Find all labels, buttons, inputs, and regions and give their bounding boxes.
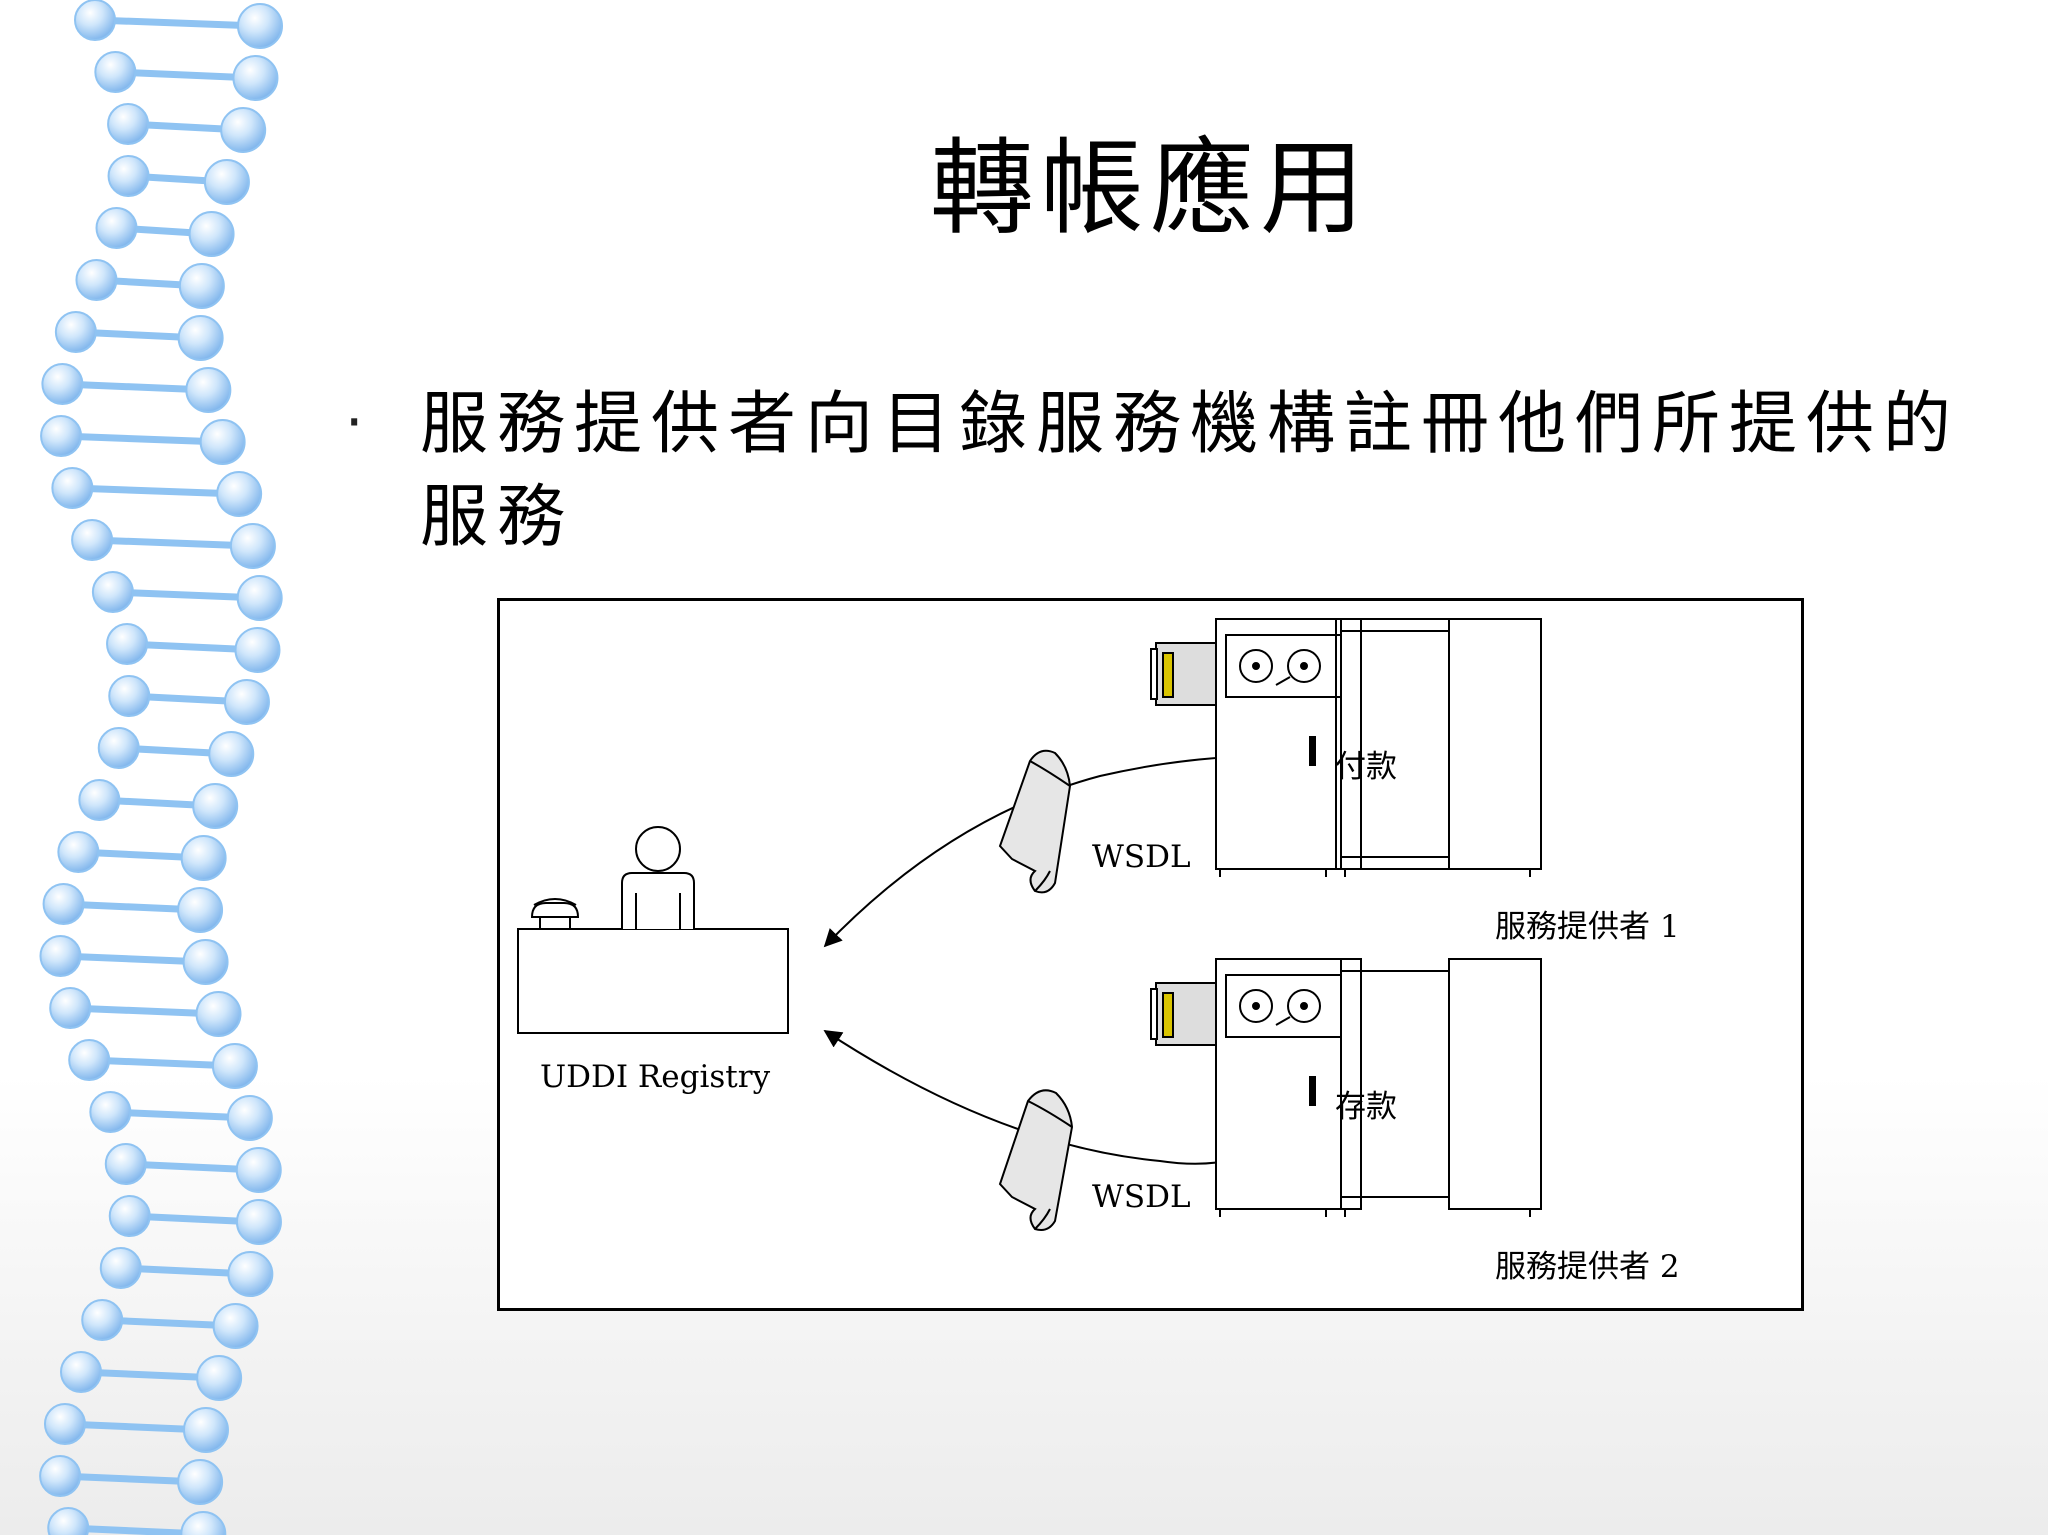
bullet-marker: · bbox=[345, 388, 364, 456]
helix-ball bbox=[180, 835, 227, 881]
bullet-text: 服務提供者向目錄服務機構註冊他們所提供的服務 bbox=[420, 385, 1961, 557]
helix-ball bbox=[57, 831, 100, 873]
helix-ball bbox=[180, 1511, 227, 1535]
helix-rung bbox=[77, 1368, 223, 1382]
helix-ball bbox=[216, 471, 263, 517]
service-label-top: 付款 bbox=[1335, 749, 1397, 785]
helix-rung bbox=[85, 1056, 239, 1070]
helix-ball bbox=[54, 311, 97, 353]
uddi-diagram: UDDI Registry WSDL WSDL 付款 存款 服務提供者 1 服務… bbox=[497, 598, 1804, 1311]
helix-ball bbox=[41, 363, 84, 405]
helix-ball bbox=[211, 1043, 258, 1089]
helix-ball bbox=[59, 1351, 102, 1393]
helix-ball bbox=[220, 107, 267, 153]
helix-ball bbox=[192, 783, 239, 829]
helix-ball bbox=[237, 3, 283, 49]
helix-ball bbox=[177, 1459, 224, 1505]
helix-ball bbox=[226, 1095, 273, 1141]
provider-2-label: 服務提供者 2 bbox=[1495, 1249, 1680, 1285]
helix-ball bbox=[43, 1403, 86, 1445]
dna-helix-decoration bbox=[39, 0, 283, 1535]
helix-rung bbox=[88, 536, 257, 550]
helix-ball bbox=[188, 211, 235, 257]
helix-ball bbox=[99, 1247, 142, 1289]
service-label-bottom: 存款 bbox=[1335, 1089, 1397, 1125]
wsdl-label-bottom: WSDL bbox=[1092, 1179, 1191, 1215]
slide-title: 轉帳應用 bbox=[929, 127, 1370, 249]
helix-ball bbox=[208, 731, 255, 777]
helix-ball bbox=[39, 1455, 82, 1497]
helix-ball bbox=[227, 1251, 274, 1297]
helix-ball bbox=[107, 155, 150, 197]
helix-rung bbox=[61, 1420, 210, 1434]
helix-ball bbox=[108, 1195, 151, 1237]
helix-rung bbox=[57, 432, 227, 446]
helix-rung bbox=[106, 1108, 254, 1122]
registry-desk-icon bbox=[517, 826, 789, 1034]
helix-rung bbox=[68, 484, 243, 498]
helix-ball bbox=[106, 623, 149, 665]
helix-ball bbox=[49, 987, 92, 1029]
helix-ball bbox=[236, 575, 283, 621]
wsdl-label-top: WSDL bbox=[1092, 839, 1191, 875]
helix-ball bbox=[78, 779, 121, 821]
helix-ball bbox=[68, 1039, 111, 1081]
helix-ball bbox=[177, 887, 224, 933]
diagram-drawing bbox=[517, 618, 1542, 1231]
helix-ball bbox=[89, 1091, 132, 1133]
helix-rung bbox=[91, 16, 264, 30]
helix-ball bbox=[95, 207, 138, 249]
helix-ball bbox=[81, 1299, 124, 1341]
helix-ball bbox=[94, 51, 137, 93]
telephone-icon bbox=[530, 898, 580, 930]
helix-ball bbox=[223, 679, 270, 725]
helix-ball bbox=[196, 1355, 243, 1401]
helix-ball bbox=[71, 519, 114, 561]
helix-ball bbox=[212, 1303, 259, 1349]
wsdl-document-icon-bottom bbox=[998, 1089, 1074, 1231]
helix-ball bbox=[40, 415, 83, 457]
helix-ball bbox=[229, 523, 276, 569]
helix-ball bbox=[232, 55, 279, 101]
helix-rung bbox=[56, 952, 210, 966]
helix-ball bbox=[75, 259, 118, 301]
wsdl-document-icon-top bbox=[998, 749, 1072, 894]
helix-rung bbox=[111, 68, 259, 82]
helix-ball bbox=[51, 467, 94, 509]
helix-ball bbox=[185, 367, 232, 413]
helix-ball bbox=[199, 419, 246, 465]
provider-1-label: 服務提供者 1 bbox=[1495, 909, 1680, 945]
helix-ball bbox=[39, 935, 82, 977]
helix-rung bbox=[66, 1004, 222, 1018]
helix-ball bbox=[97, 727, 140, 769]
server-cabinet-icon-bottom bbox=[1150, 958, 1542, 1217]
helix-ball bbox=[47, 1507, 90, 1535]
helix-ball bbox=[42, 883, 85, 925]
helix-ball bbox=[108, 675, 151, 717]
helix-ball bbox=[234, 627, 281, 673]
helix-rung bbox=[56, 1472, 204, 1486]
helix-ball bbox=[91, 571, 134, 613]
helix-ball bbox=[104, 1143, 147, 1185]
registry-label: UDDI Registry bbox=[540, 1059, 771, 1095]
helix-ball bbox=[235, 1199, 282, 1245]
helix-ball bbox=[74, 0, 116, 41]
helix-rung bbox=[58, 380, 212, 394]
helix-rung bbox=[109, 588, 264, 602]
helix-ball bbox=[178, 263, 225, 309]
helix-ball bbox=[235, 1147, 282, 1193]
helix-ball bbox=[203, 159, 250, 205]
helix-ball bbox=[107, 103, 150, 145]
helix-ball bbox=[182, 1407, 229, 1453]
helix-ball bbox=[182, 939, 229, 985]
helix-ball bbox=[177, 315, 224, 361]
server-cabinet-icon-top bbox=[1150, 618, 1542, 877]
helix-ball bbox=[195, 991, 242, 1037]
